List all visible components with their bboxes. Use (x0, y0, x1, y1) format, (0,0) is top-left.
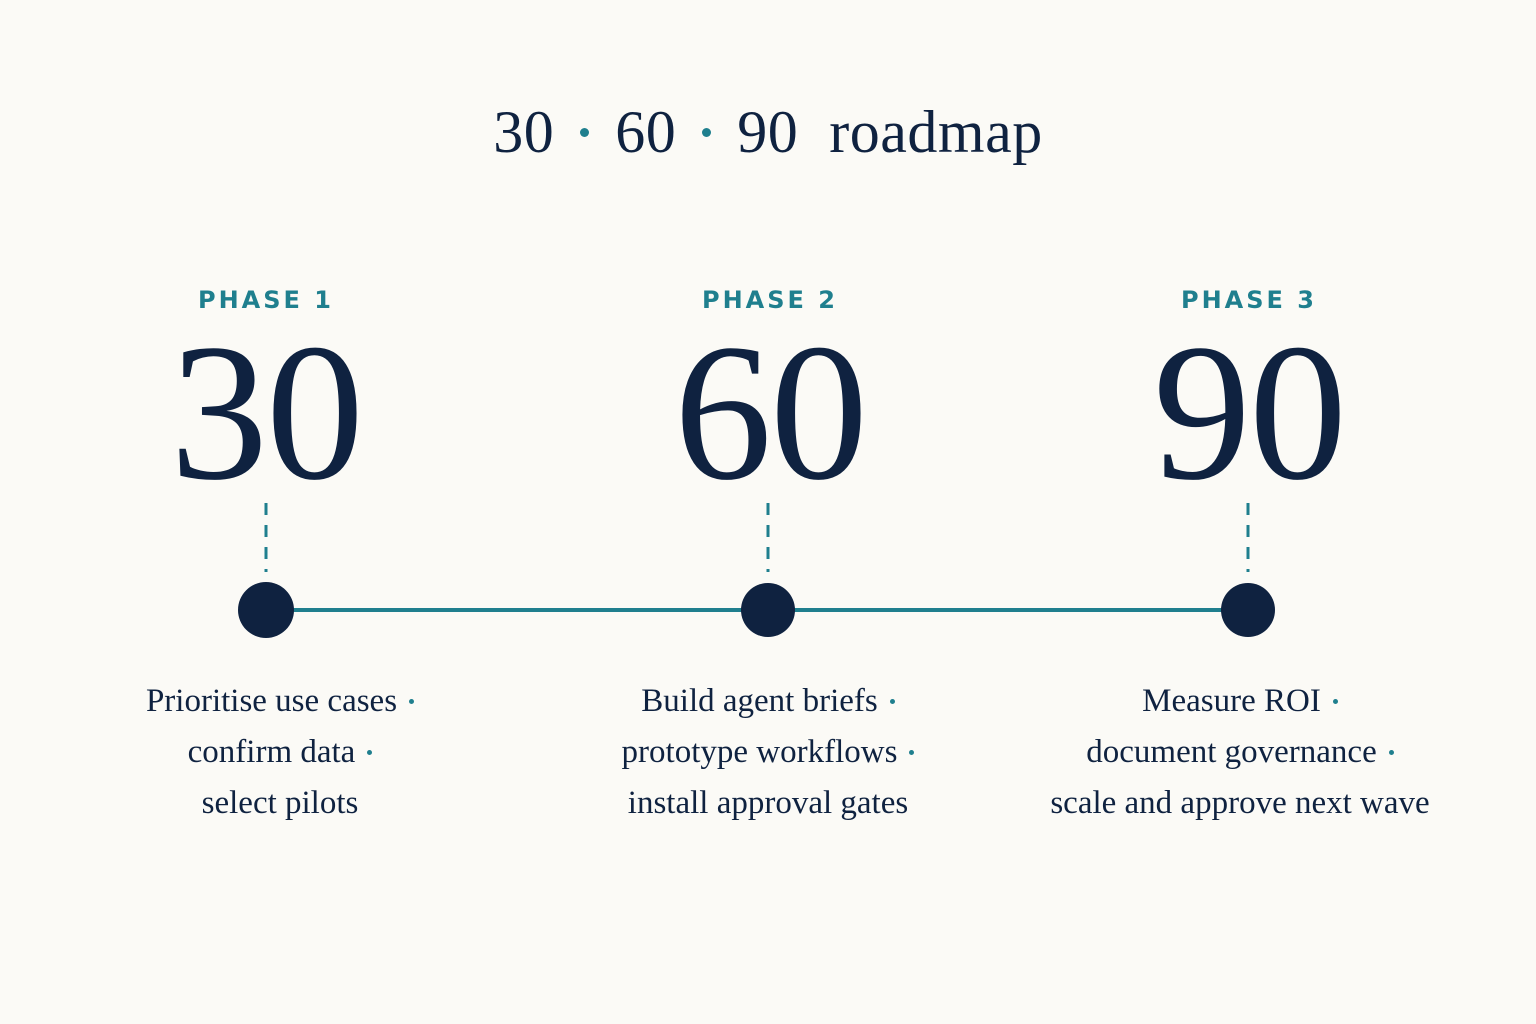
description-text: select pilots (201, 785, 359, 821)
phase-2-header: PHASE 2 60 (570, 282, 970, 521)
phase-2-number: 60 (674, 304, 868, 521)
title-part-60: 60 (615, 99, 677, 165)
title-part-roadmap: roadmap (829, 99, 1043, 165)
title-separator-dot (702, 127, 712, 137)
description-line: Measure ROI (980, 676, 1500, 727)
title-part-90: 90 (737, 99, 799, 165)
description-text: document governance (1086, 734, 1377, 770)
description-text: Build agent briefs (641, 683, 878, 719)
description-line: document governance (980, 727, 1500, 778)
phase-1-label: PHASE 1 (198, 286, 334, 314)
description-line: Build agent briefs (508, 676, 1028, 727)
separator-dot (889, 698, 895, 704)
phase-3-number: 90 (1153, 304, 1347, 521)
phase-1-header: PHASE 1 30 (66, 282, 466, 521)
separator-dot (1388, 749, 1394, 755)
description-text: Prioritise use cases (145, 683, 398, 719)
phase-1-description: Prioritise use cases confirm data select… (20, 676, 540, 829)
description-line: prototype workflows (508, 727, 1028, 778)
phase-3-node (1221, 583, 1275, 637)
description-text: install approval gates (627, 785, 909, 821)
page-title: 30 60 90 roadmap (0, 92, 1536, 172)
phase-2-label: PHASE 2 (702, 286, 838, 314)
separator-dot (909, 749, 915, 755)
description-line: scale and approve next wave (980, 778, 1500, 829)
separator-dot (367, 749, 373, 755)
phase-3-label: PHASE 3 (1181, 286, 1317, 314)
description-line: select pilots (20, 778, 540, 829)
description-line: confirm data (20, 727, 540, 778)
phase-3-description: Measure ROI document governance scale an… (980, 676, 1500, 829)
description-text: confirm data (187, 734, 356, 770)
description-line: install approval gates (508, 778, 1028, 829)
description-line: Prioritise use cases (20, 676, 540, 727)
phase-1-number: 30 (170, 304, 364, 521)
phase-3-header: PHASE 3 90 (1049, 282, 1449, 521)
phase-1-node (238, 582, 294, 638)
title-separator-dot (580, 127, 590, 137)
description-text: scale and approve next wave (1050, 785, 1430, 821)
phase-2-description: Build agent briefs prototype workflows i… (508, 676, 1028, 829)
title-part-30: 30 (493, 99, 555, 165)
description-text: Measure ROI (1142, 683, 1321, 719)
phase-2-node (741, 583, 795, 637)
separator-dot (1332, 698, 1338, 704)
description-text: prototype workflows (621, 734, 898, 770)
separator-dot (409, 698, 415, 704)
